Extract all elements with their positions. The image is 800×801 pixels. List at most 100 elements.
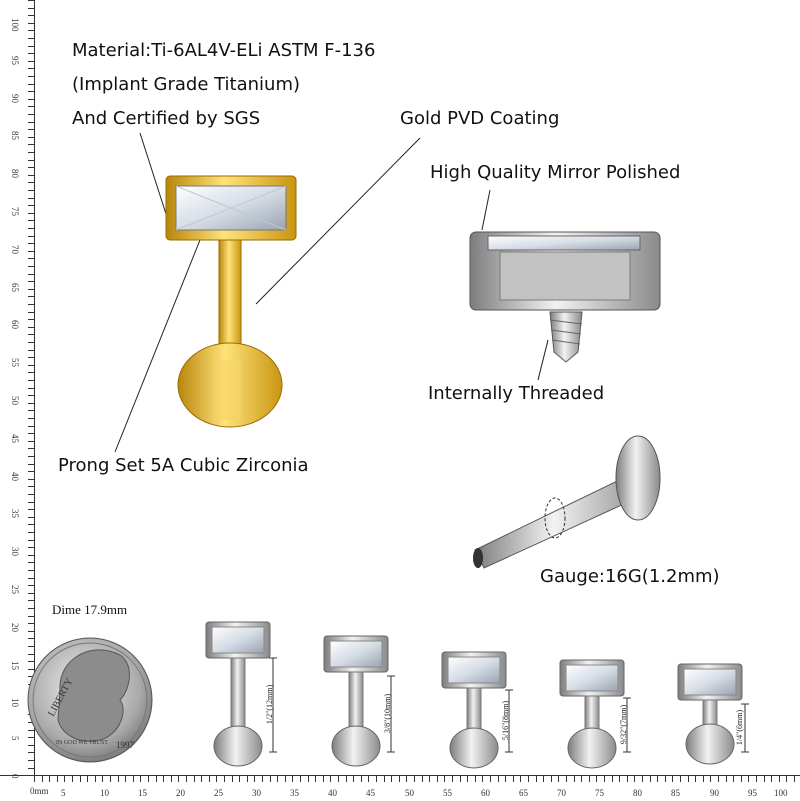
- ruler-tick: [28, 623, 34, 625]
- ruler-tick: [520, 776, 522, 782]
- ruler-tick: [28, 646, 34, 647]
- ruler-tick: [28, 281, 34, 283]
- ruler-tick: [345, 776, 347, 782]
- ruler-tick: [28, 737, 34, 739]
- leader-polish: [481, 189, 491, 231]
- ruler-tick-label: 55: [443, 788, 452, 798]
- ruler-tick: [28, 364, 34, 366]
- ruler-tick: [338, 776, 339, 782]
- ruler-tick: [406, 776, 408, 782]
- ruler-tick: [28, 592, 34, 594]
- ruler-tick: [28, 440, 34, 442]
- ruler-tick-label: 45: [366, 788, 375, 798]
- ruler-tick: [125, 776, 127, 782]
- size-dimension-label: 9/32"(7mm): [619, 704, 629, 745]
- ruler-tick: [28, 121, 34, 123]
- ruler-tick: [794, 776, 795, 782]
- size-sample-icon: [323, 635, 395, 767]
- ruler-tick: [28, 380, 34, 381]
- ruler-tick: [733, 776, 735, 782]
- polish-label: High Quality Mirror Polished: [430, 162, 681, 183]
- leader-stone: [114, 214, 211, 453]
- ruler-tick: [28, 212, 34, 214]
- ruler-tick: [28, 152, 34, 153]
- ruler-tick: [300, 776, 301, 782]
- ruler-tick-label: 60: [481, 788, 490, 798]
- ruler-tick: [771, 776, 773, 782]
- ruler-tick-label: 40: [328, 788, 337, 798]
- ruler-tick: [28, 729, 34, 731]
- ruler-tick-label: 90: [710, 788, 719, 798]
- ruler-tick: [56, 776, 58, 782]
- material-subtitle: (Implant Grade Titanium): [72, 74, 301, 95]
- ruler-tick: [28, 524, 34, 526]
- ruler-tick: [28, 296, 34, 298]
- ruler-tick: [28, 182, 34, 184]
- ruler-tick: [490, 776, 491, 782]
- ruler-tick: [626, 776, 628, 782]
- ruler-tick: [28, 83, 34, 85]
- ruler-tick: [687, 776, 689, 782]
- ruler-tick: [558, 776, 560, 782]
- size-dimension-label: 3/8"(10mm): [383, 693, 393, 734]
- ruler-tick: [28, 45, 34, 47]
- ruler-tick: [28, 250, 34, 252]
- ruler-tick-label: 15: [138, 788, 147, 798]
- ruler-tick: [459, 776, 461, 782]
- ruler-tick: [28, 668, 34, 670]
- ruler-tick: [421, 776, 423, 782]
- material-label: Material:Ti-6AL4V-ELi ASTM F-136: [72, 40, 376, 61]
- ruler-tick: [28, 486, 34, 488]
- ruler-tick: [588, 776, 590, 782]
- ruler-tick: [246, 776, 248, 782]
- size-sample-icon: [441, 651, 513, 769]
- gauge-label: Gauge:16G(1.2mm): [540, 566, 720, 587]
- ruler-tick: [543, 776, 545, 782]
- ruler-tick: [28, 585, 34, 587]
- ruler-tick: [28, 235, 34, 237]
- ruler-tick: [619, 776, 621, 782]
- ruler-tick-label: 100: [774, 788, 788, 798]
- size-sample-icon: [559, 659, 631, 769]
- ruler-tick: [28, 91, 34, 93]
- ruler-tick: [28, 433, 34, 435]
- ruler-tick: [680, 776, 681, 782]
- ruler-tick: [292, 776, 294, 782]
- stone-label: Prong Set 5A Cubic Zirconia: [58, 455, 309, 476]
- ruler-tick-label: 35: [290, 788, 299, 798]
- ruler-tick: [566, 776, 567, 782]
- ruler-tick: [239, 776, 241, 782]
- ruler-tick: [28, 410, 34, 412]
- ruler-tick: [657, 776, 659, 782]
- ruler-tick: [28, 136, 34, 138]
- ruler-tick: [262, 776, 263, 782]
- size-dimension-label: 5/16"(8mm): [501, 700, 511, 741]
- size-dimension-label: 1/4"(6mm): [735, 709, 745, 746]
- ruler-tick: [28, 106, 34, 108]
- ruler-tick-label: 10: [100, 788, 109, 798]
- ruler-tick: [28, 494, 34, 495]
- dime-size-label: Dime 17.9mm: [52, 602, 128, 617]
- ruler-tick: [269, 776, 271, 782]
- ruler-tick: [28, 129, 34, 131]
- gold-labret-icon: [165, 175, 297, 428]
- ruler-tick: [28, 60, 34, 62]
- ruler-tick: [28, 30, 34, 32]
- ruler-tick: [28, 630, 34, 632]
- ruler-tick: [28, 273, 34, 275]
- size-sample-icon: [677, 663, 749, 765]
- ruler-tick: [28, 676, 34, 678]
- ruler-tick: [28, 266, 34, 267]
- ruler-tick: [163, 776, 165, 782]
- ruler-tick-label: 50: [405, 788, 414, 798]
- ruler-tick: [28, 7, 34, 9]
- ruler-tick: [193, 776, 195, 782]
- ruler-tick: [512, 776, 514, 782]
- ruler-tick: [28, 357, 34, 359]
- ruler-tick: [41, 776, 43, 782]
- ruler-tick: [28, 76, 34, 77]
- ruler-tick: [702, 776, 704, 782]
